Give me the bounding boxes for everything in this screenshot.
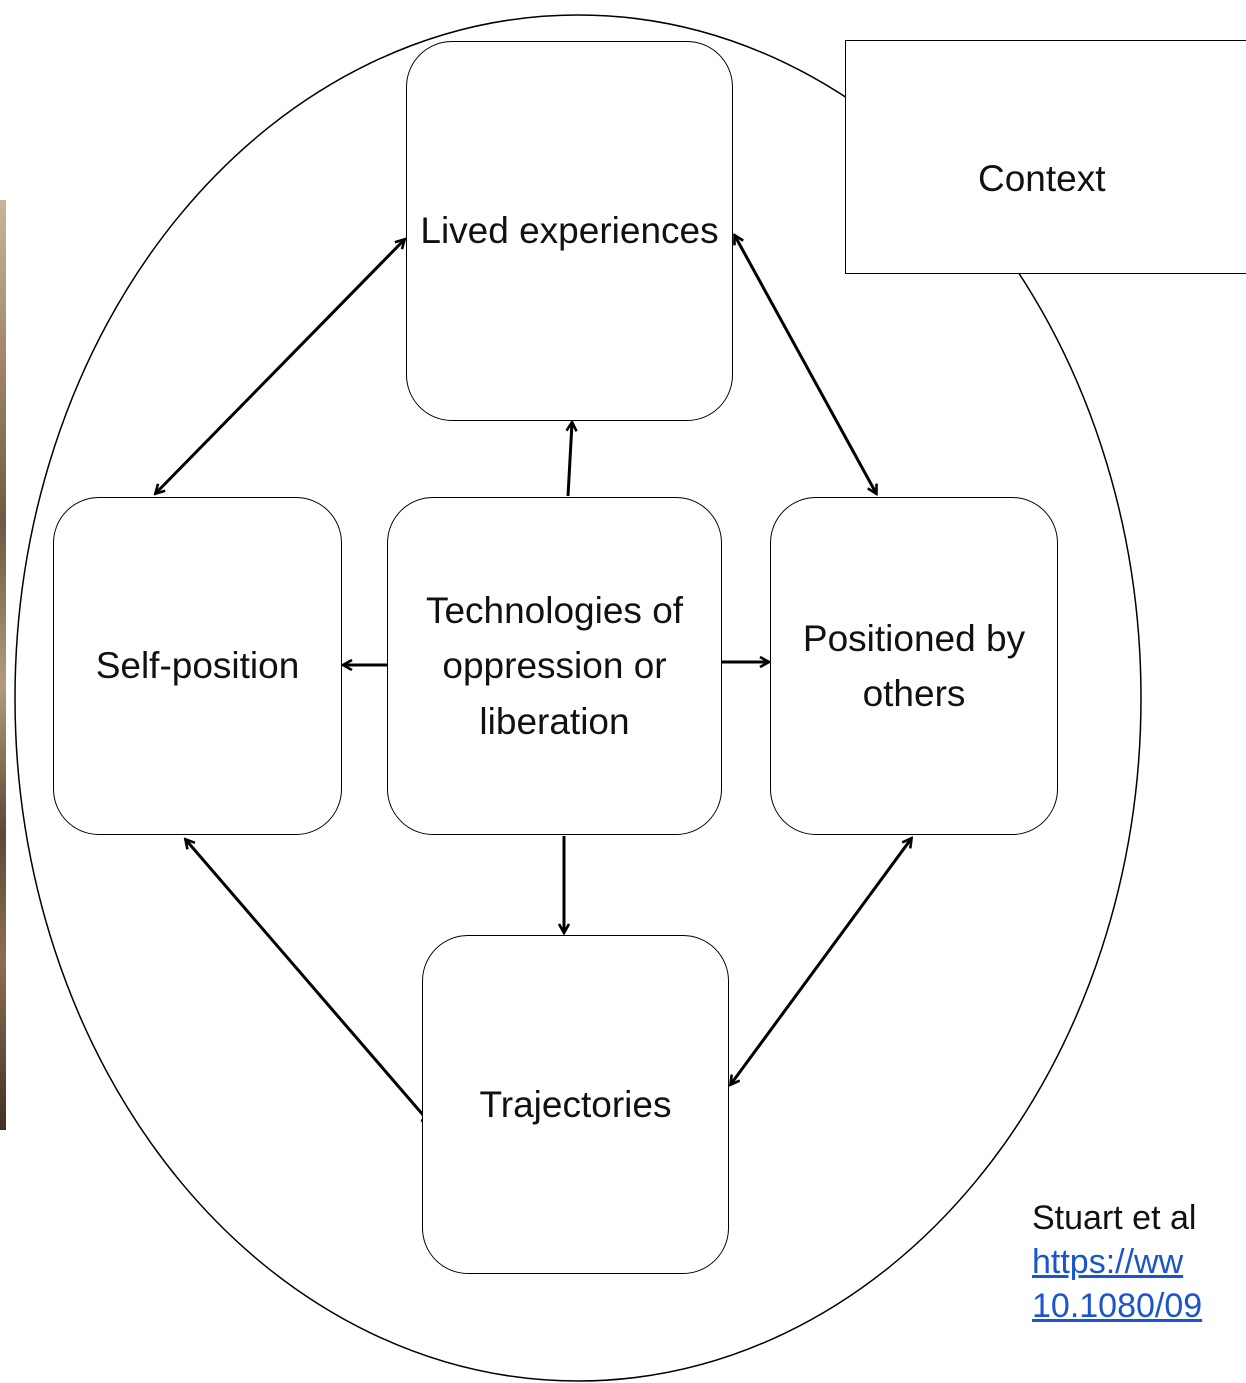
context-box: Context — [845, 40, 1246, 274]
node-positioned-by-others-label: Positioned by others — [802, 617, 1026, 715]
node-lived-experiences: Lived experiences — [406, 41, 733, 421]
node-technologies-label: Technologies of oppression or liberation — [425, 589, 684, 742]
citation: Stuart et al https://ww 10.1080/09 — [1032, 1196, 1202, 1328]
arrow-lived-positioned — [735, 236, 876, 493]
node-self-position: Self-position — [53, 497, 342, 835]
citation-author: Stuart et al — [1032, 1199, 1197, 1237]
arrow-positioned-trajectories — [731, 839, 911, 1084]
node-trajectories-label: Trajectories — [479, 1083, 672, 1125]
citation-link-doi[interactable]: 10.1080/09 — [1032, 1287, 1203, 1325]
context-ellipse — [14, 14, 1142, 1382]
arrow-self-trajectories — [186, 840, 430, 1123]
node-lived-experiences-label: Lived experiences — [420, 210, 719, 252]
background-photo-edge — [0, 200, 6, 1130]
node-trajectories: Trajectories — [422, 935, 729, 1274]
node-technologies: Technologies of oppression or liberation — [387, 497, 722, 835]
arrow-lived-self — [156, 240, 404, 493]
context-label: Context — [978, 158, 1106, 199]
citation-link-url[interactable]: https://ww — [1032, 1243, 1184, 1281]
node-positioned-by-others: Positioned by others — [770, 497, 1058, 835]
node-self-position-label: Self-position — [95, 645, 300, 687]
arrow-tech-lived — [568, 423, 572, 497]
